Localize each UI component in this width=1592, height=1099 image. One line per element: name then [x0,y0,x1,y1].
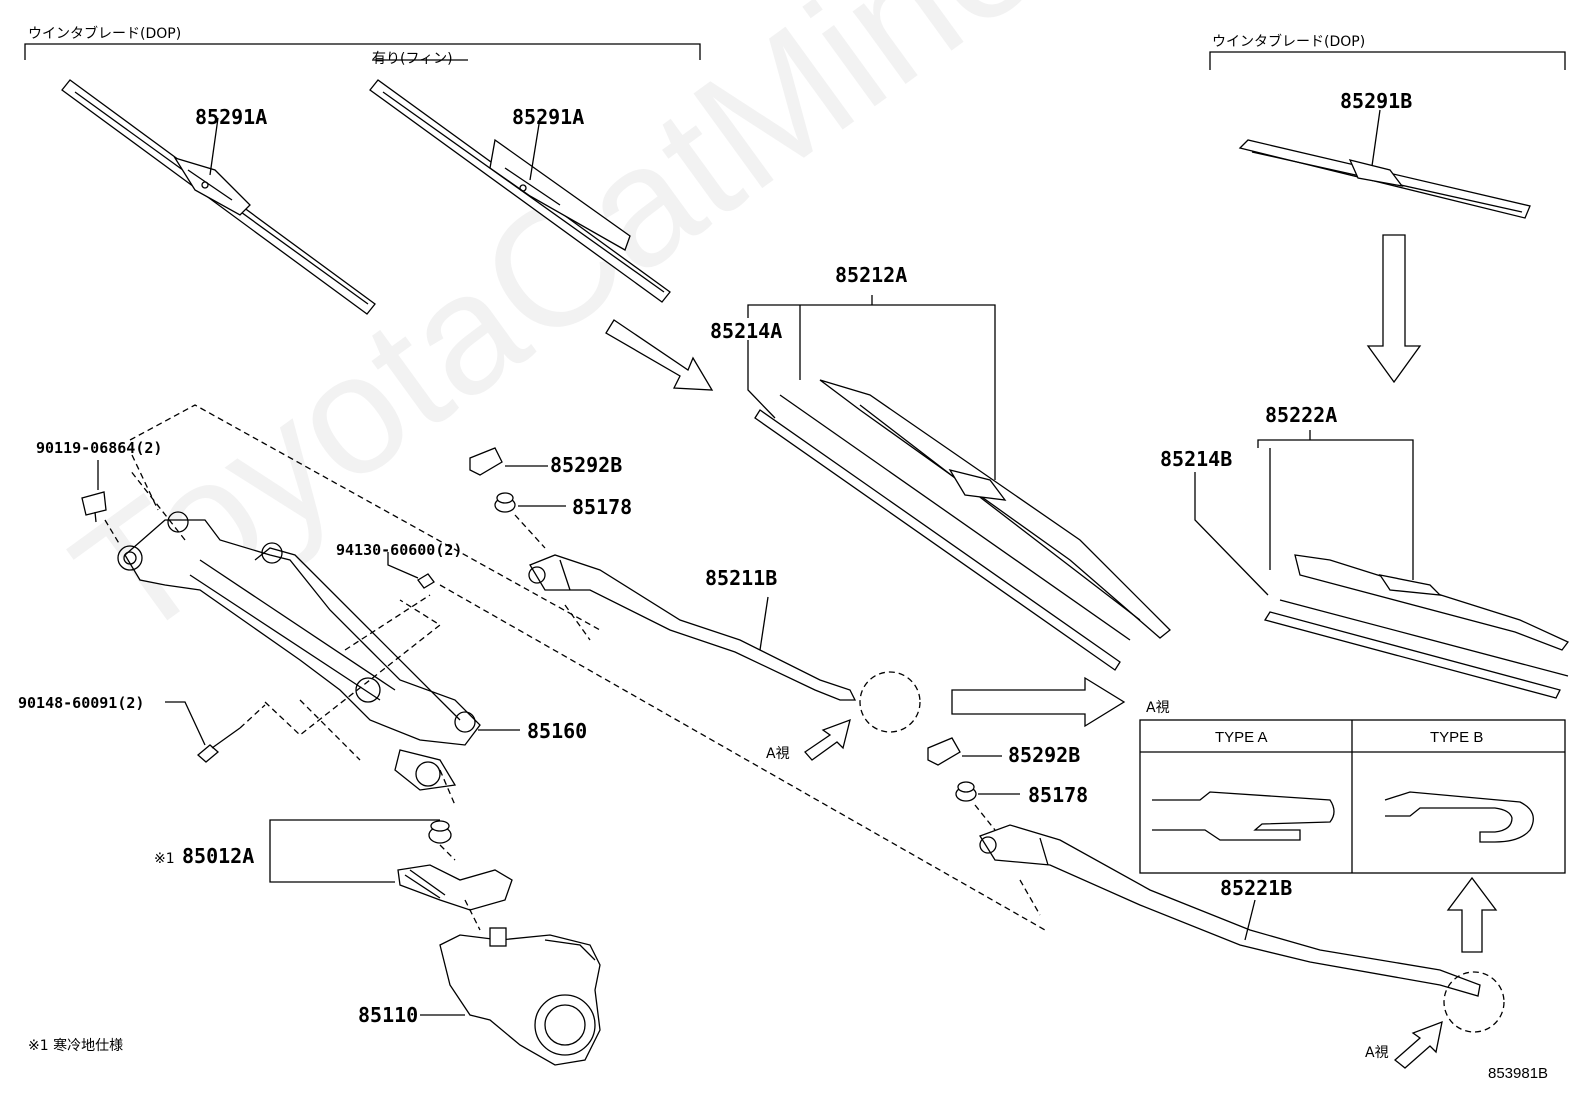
right-arrow-upper [605,319,714,391]
label-85291a-left: 85291A [195,105,267,129]
right-group-bracket [1209,51,1566,70]
bolt-90119-drawing [81,491,107,523]
label-85222a: 85222A [1265,403,1337,427]
motor-85110-drawing [439,927,601,1066]
leader-85222a [1257,439,1414,580]
cap-85292b-lower-drawing [927,737,961,766]
footnote: ※1 寒冷地仕様 [28,1037,123,1054]
view-a-type-table [1139,719,1566,874]
type-a-arm-end [1152,791,1335,841]
label-90119: 90119-06864(2) [36,439,162,457]
leader-85212a [747,304,996,480]
label-85221b: 85221B [1220,876,1292,900]
view-a-circle-lower [1443,971,1505,1033]
blade-85222a-drawing [1263,554,1570,699]
type-b-arm-end [1384,791,1534,843]
bracket-85012a-drawing [397,820,513,911]
view-a-label-upper: A視 [766,746,790,762]
label-85214a: 85214A [710,319,782,343]
leader-85221b [1244,899,1256,941]
right-arrow-middle [951,676,1126,728]
linkage-dashed-frame [129,404,601,631]
label-85211b: 85211B [705,566,777,590]
label-85178-lower: 85178 [1028,783,1088,807]
nut-85178-lower-drawing [955,781,977,802]
view-a-arrow-upper [804,718,851,761]
label-85212a: 85212A [835,263,907,287]
label-85012a: 85012A [182,844,254,868]
label-85291b: 85291B [1340,89,1412,113]
fin-bracket-label: 有り(フィン) [372,51,453,67]
view-a-box-title: A視 [1146,700,1170,716]
bolt-90148-drawing [196,727,241,763]
left-group-bracket [24,43,701,60]
right-bracket-label: ウインタブレード(DOP) [1212,33,1365,50]
blade-85291b-drawing [1238,109,1531,219]
nut-94130-drawing [417,573,435,589]
blade-85291a-fin-drawing [369,79,671,303]
view-a-label-lower: A視 [1365,1045,1389,1061]
label-85292b-lower: 85292B [1008,743,1080,767]
label-90148: 90148-60091(2) [18,694,144,712]
view-a-circle-upper [859,671,921,733]
linkage-85160-drawing [117,511,481,791]
blade-85212a-drawing [754,379,1171,671]
cap-85292b-upper-drawing [469,447,503,476]
leader-85214a [747,340,776,419]
blade-85291a-left-drawing [61,79,376,315]
label-85178-upper: 85178 [572,495,632,519]
type-b-label: TYPE B [1430,729,1483,746]
diagram-code: 853981B [1488,1065,1548,1082]
label-85214b: 85214B [1160,447,1232,471]
label-85160: 85160 [527,719,587,743]
type-a-label: TYPE A [1215,729,1268,746]
down-arrow-right [1366,234,1422,384]
label-85291a-right: 85291A [512,105,584,129]
label-85292b-upper: 85292B [550,453,622,477]
arm-85221b-drawing [979,824,1481,997]
leader-85012a [269,819,440,855]
up-arrow-right [1446,876,1498,953]
nut-85178-upper-drawing [494,492,516,513]
left-bracket-label: ウインタブレード(DOP) [28,25,181,42]
leader-85211b [759,596,769,651]
leader-85214b [1194,472,1269,596]
label-85110: 85110 [358,1003,418,1027]
cold-mark: ※1 [154,851,175,867]
view-a-arrow-lower [1393,1020,1443,1069]
label-94130: 94130-60600(2) [336,541,462,559]
arm-85211b-drawing [528,554,857,701]
